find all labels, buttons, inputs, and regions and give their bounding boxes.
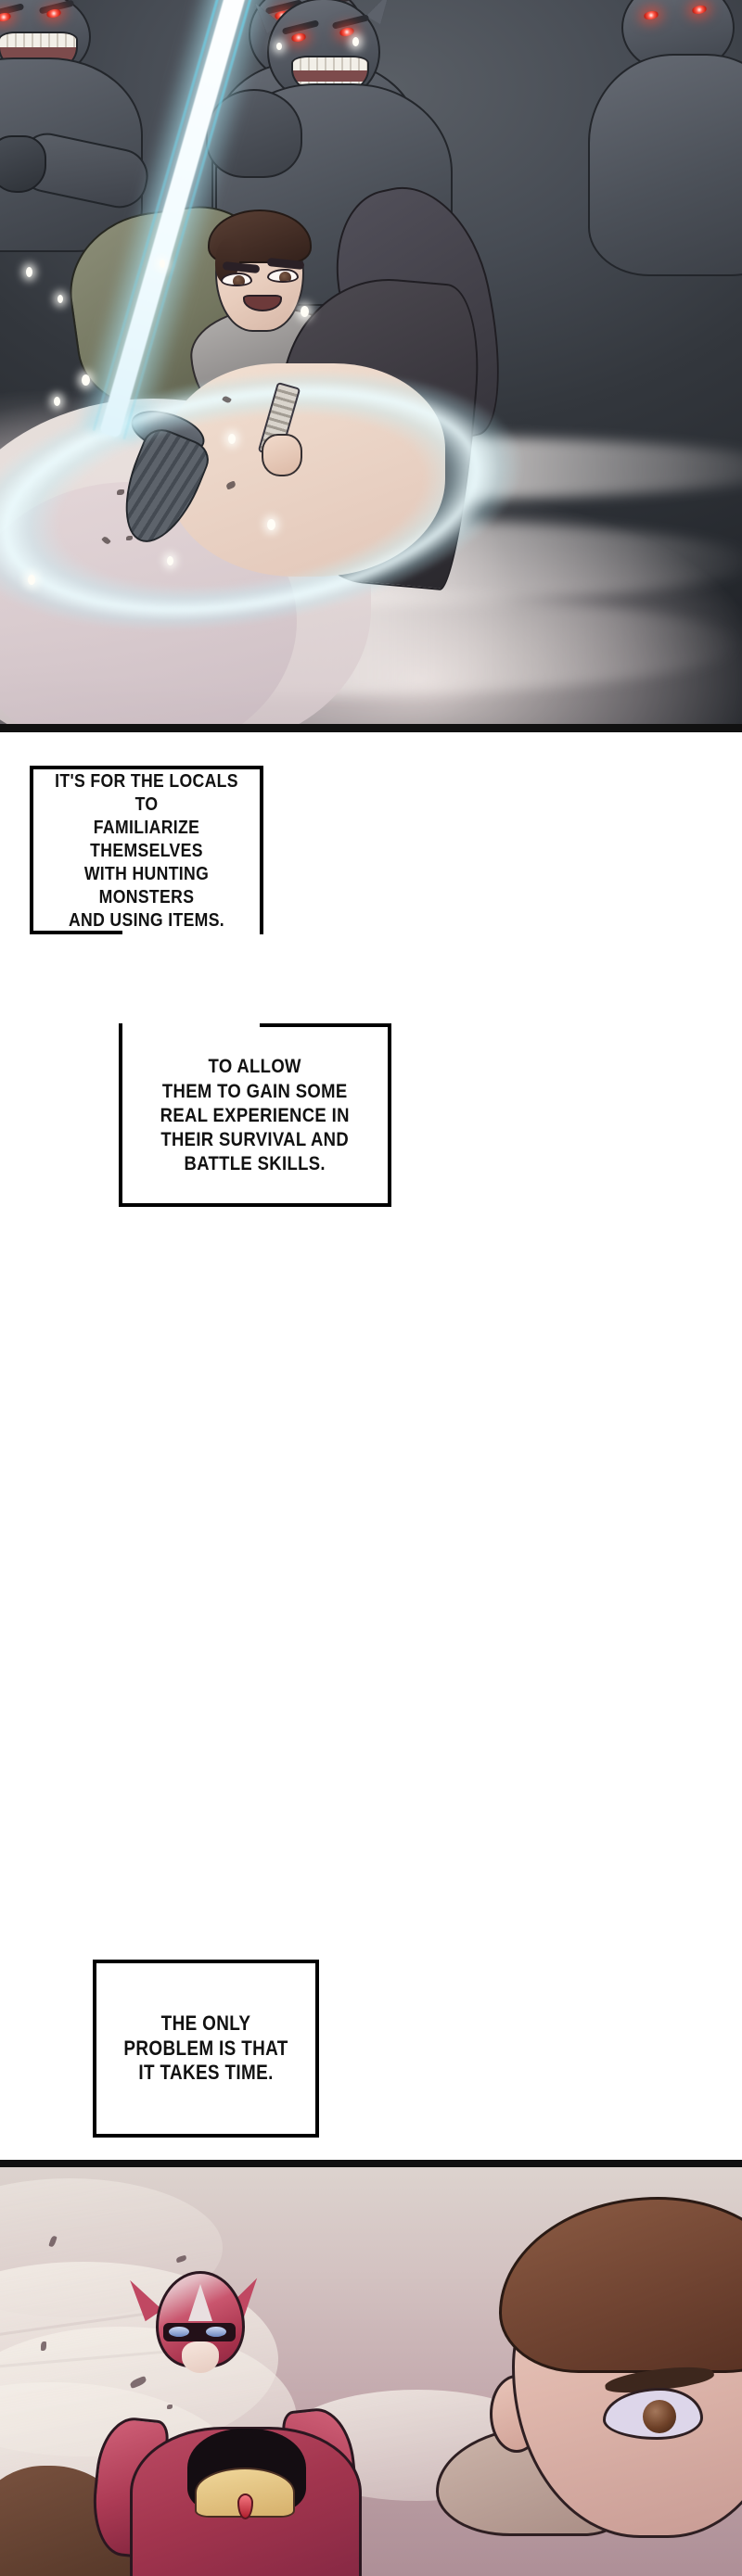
hero-pupil (233, 275, 245, 285)
hero-hair (208, 209, 312, 263)
aftermath-panel (0, 2160, 742, 2576)
bubble-join-notch (122, 927, 260, 1029)
gutter-main (0, 732, 742, 2160)
hero-sword-hand (262, 434, 302, 476)
light-spark (167, 556, 173, 565)
light-spark (26, 267, 32, 277)
light-spark (54, 397, 60, 406)
debris-speck (126, 536, 133, 540)
speech-bubble-1: IT'S FOR THE LOCALS TO FAMILIARIZE THEMS… (30, 766, 263, 934)
man-iris (643, 2400, 676, 2433)
knight-eye-left (169, 2327, 189, 2337)
debris-speck (167, 2405, 173, 2409)
speech-bubble-3-text: THE ONLY PROBLEM IS THAT IT TAKES TIME. (123, 2011, 288, 2085)
hero-eye (221, 273, 252, 286)
speech-bubble-2-text: TO ALLOW THEM TO GAIN SOME REAL EXPERIEN… (160, 1055, 351, 1175)
speech-bubble-3: THE ONLY PROBLEM IS THAT IT TAKES TIME. (93, 1960, 319, 2138)
light-spark (228, 434, 236, 444)
panel-top-edge (0, 2160, 742, 2167)
orc-teeth-upper (0, 33, 76, 47)
light-spark (28, 575, 35, 585)
orc-teeth-upper (293, 57, 367, 70)
light-spark (160, 260, 165, 268)
orc-body (588, 54, 742, 276)
debris-speck (41, 2341, 46, 2351)
light-spark (267, 519, 275, 530)
knight-eye-right (206, 2327, 226, 2337)
light-spark (82, 374, 90, 386)
knight-chest-gem (237, 2494, 253, 2519)
knight-helm-crest (188, 2284, 212, 2321)
speech-bubble-1-text: IT'S FOR THE LOCALS TO FAMILIARIZE THEMS… (55, 769, 238, 931)
light-spark (352, 37, 359, 46)
hero-pupil (279, 272, 291, 281)
monster-fist-glove (0, 135, 46, 193)
hero-eye (267, 269, 299, 283)
battle-scene-panel (0, 0, 742, 732)
speech-bubble-2: TO ALLOW THEM TO GAIN SOME REAL EXPERIEN… (119, 1023, 391, 1207)
man-eye (603, 2388, 703, 2440)
light-spark (58, 295, 63, 303)
debris-speck (117, 489, 124, 495)
panel-bottom-edge (0, 724, 742, 732)
light-spark (276, 43, 282, 50)
knight-chin (182, 2341, 219, 2373)
light-spark (301, 306, 309, 317)
